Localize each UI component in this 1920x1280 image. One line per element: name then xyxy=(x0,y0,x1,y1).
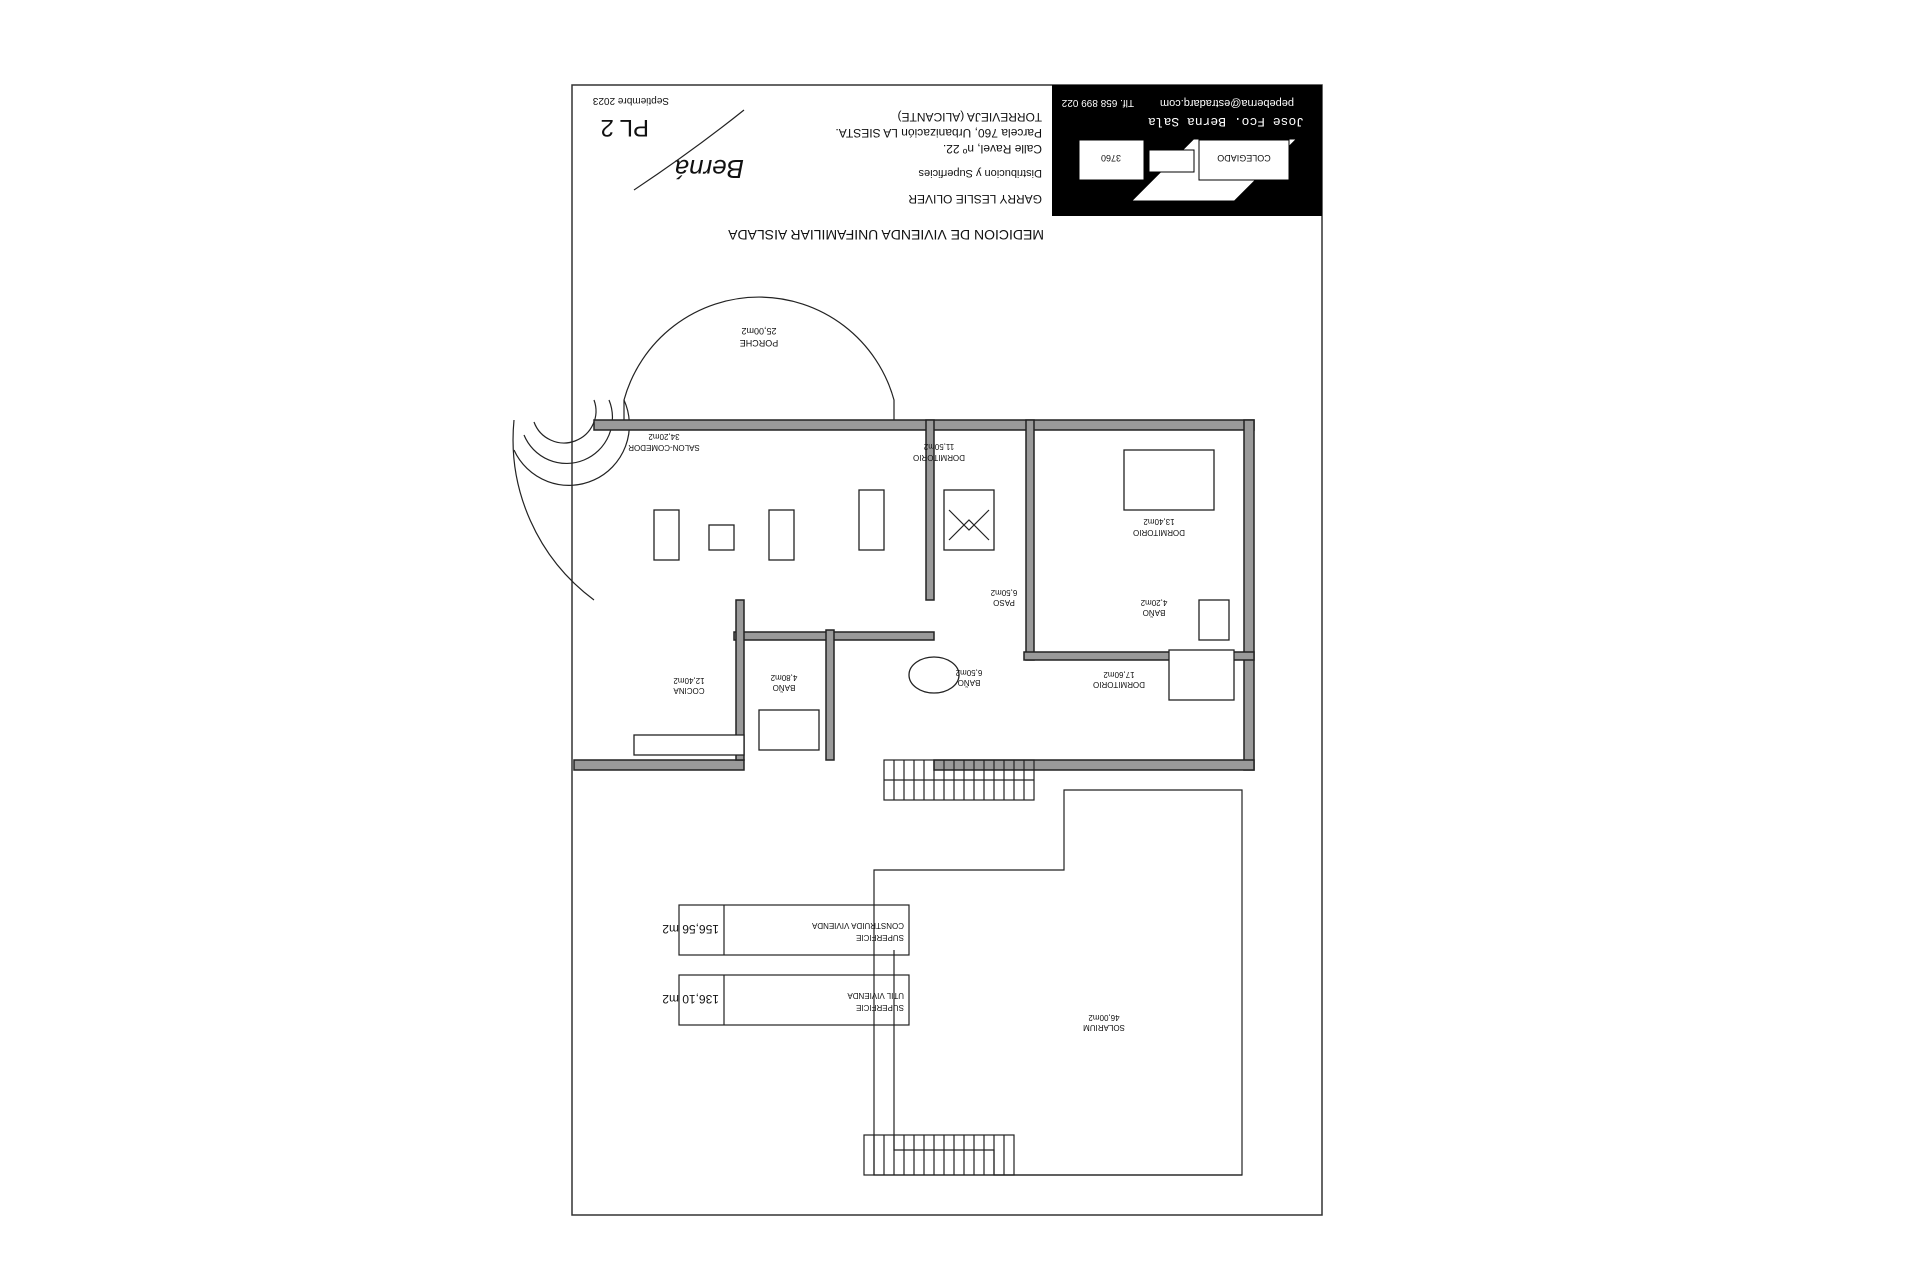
colegiado-logo: COLEGIADO 3760 xyxy=(1078,139,1296,201)
architect-phone: Tlf. 658 899 022 xyxy=(1061,97,1134,108)
surface-useful-label2: UTIL VIVIENDA xyxy=(847,991,904,1000)
room-area-dormitorio-13: 13,40m2 xyxy=(1143,517,1175,526)
wall-north-right xyxy=(573,759,745,771)
room-bano-2: BAÑO 6,50m2 xyxy=(908,656,982,694)
colegiado-label: COLEGIADO xyxy=(1217,153,1271,163)
colegiado-number: 3760 xyxy=(1101,153,1121,163)
solarium: SOLARIUM 46,00m2 xyxy=(863,789,1243,1176)
sheet-number: PL 2 xyxy=(601,114,649,141)
architect-email: pepeberna@estradarq.com xyxy=(1160,97,1294,109)
room-label-bano-6-50: BAÑO xyxy=(958,678,981,687)
room-label-porche: PORCHE xyxy=(740,338,779,348)
shower-icon xyxy=(1198,599,1230,641)
room-area-bano-4-80: 4,80m2 xyxy=(770,673,797,682)
room-bano-1: BAÑO 4,20m2 xyxy=(1140,598,1230,641)
drawing-date: Septiembre 2023 xyxy=(592,95,669,106)
bed-icon xyxy=(1123,449,1215,511)
sofa-icon xyxy=(768,509,795,561)
room-area-cocina: 12,40m2 xyxy=(673,676,705,685)
wall-west xyxy=(1243,419,1255,771)
room-area-paso: 6,50m2 xyxy=(990,588,1017,597)
floor-plan: PORCHE 25,00m2 DORMITORIO 11,50m2 xyxy=(512,296,1255,801)
bed-icon xyxy=(1168,649,1235,701)
room-area-salon: 34,20m2 xyxy=(648,432,680,441)
solarium-staircase xyxy=(863,1134,1015,1176)
room-label-bano-4-20: BAÑO xyxy=(1143,608,1166,617)
room-area-dormitorio-17: 17,60m2 xyxy=(1103,670,1135,679)
room-bano-3: BAÑO 4,80m2 xyxy=(758,673,820,751)
surface-constructed-box xyxy=(678,904,910,956)
surface-useful-box xyxy=(678,974,910,1026)
wall-interior-4 xyxy=(735,599,745,761)
title-block: COLEGIADO 3760 Jose Fco. Berna Sala pepe… xyxy=(592,85,1322,243)
staircase xyxy=(883,759,1035,801)
drawing-subtitle: Distribucion y Superficies xyxy=(918,167,1042,179)
main-title: MEDICION DE VIVIENDA UNIFAMILIAR AISLADA xyxy=(727,227,1044,243)
room-area-solarium: 46,00m2 xyxy=(1088,1013,1120,1022)
surface-constructed-label1: SUPERFICIE xyxy=(856,933,904,942)
surface-useful-label1: SUPERFICIE xyxy=(856,1003,904,1012)
wall-north-left xyxy=(933,759,1255,771)
salon-curved-wall xyxy=(512,419,595,601)
shower-icon xyxy=(758,709,820,751)
room-dormitorio-2: DORMITORIO 13,40m2 xyxy=(1123,449,1215,537)
address-line-1: Calle Ravel, nº 22. xyxy=(943,142,1042,156)
surface-summary: SUPERFICIE CONSTRUIDA VIVIENDA 156,56 m2… xyxy=(662,904,910,1026)
room-area-bano-6-50: 6,50m2 xyxy=(955,668,982,677)
porch-outline xyxy=(623,296,895,420)
wall-interior-5 xyxy=(925,419,935,601)
signature: Berná xyxy=(675,154,744,184)
sofa-icon xyxy=(653,509,680,561)
architect-name: Jose Fco. Berna Sala xyxy=(1148,114,1304,129)
wall-interior-1 xyxy=(1025,419,1035,661)
room-label-salon: SALON-COMEDOR xyxy=(628,443,700,452)
room-dormitorio-3: DORMITORIO 17,60m2 xyxy=(1093,649,1235,701)
room-label-cocina: COCINA xyxy=(673,686,705,695)
signature-stroke xyxy=(633,109,745,191)
wall-south xyxy=(593,419,1255,431)
wall-interior-6 xyxy=(825,629,835,761)
client-name: GARRY LESLIE OLIVER xyxy=(908,192,1042,206)
room-area-bano-4-20: 4,20m2 xyxy=(1140,598,1167,607)
room-label-dormitorio-13: DORMITORIO xyxy=(1133,528,1185,537)
address-line-2: Parcela 760, Urbanización LA SIESTA. xyxy=(835,126,1042,140)
room-dormitorio-1: DORMITORIO 11,50m2 xyxy=(913,442,995,551)
address-line-3: TORREVIEJA (ALICANTE) xyxy=(898,110,1042,124)
surface-useful-value: 136,10 m2 xyxy=(662,992,719,1006)
dining-table-icon xyxy=(858,489,885,551)
bathtub-icon xyxy=(908,656,960,694)
room-label-bano-4-80: BAÑO xyxy=(773,683,796,692)
kitchen-counter-icon xyxy=(633,734,745,756)
room-label-dormitorio-17: DORMITORIO xyxy=(1093,680,1145,689)
room-area-dormitorio-11: 11,50m2 xyxy=(923,442,954,451)
room-label-dormitorio-11: DORMITORIO xyxy=(913,453,965,462)
surface-constructed-value: 156,56 m2 xyxy=(662,922,719,936)
room-cocina: COCINA 12,40m2 xyxy=(633,676,745,756)
surface-constructed-label2: CONSTRUIDA VIVIENDA xyxy=(811,921,904,930)
coffee-table-icon xyxy=(708,524,735,551)
room-label-solarium: SOLARIUM xyxy=(1083,1023,1125,1032)
room-area-porche: 25,00m2 xyxy=(741,326,776,336)
room-label-paso: PASO xyxy=(993,598,1015,607)
wall-interior-2 xyxy=(1023,651,1255,661)
room-salon-comedor: SALON-COMEDOR 34,20m2 xyxy=(628,432,885,561)
